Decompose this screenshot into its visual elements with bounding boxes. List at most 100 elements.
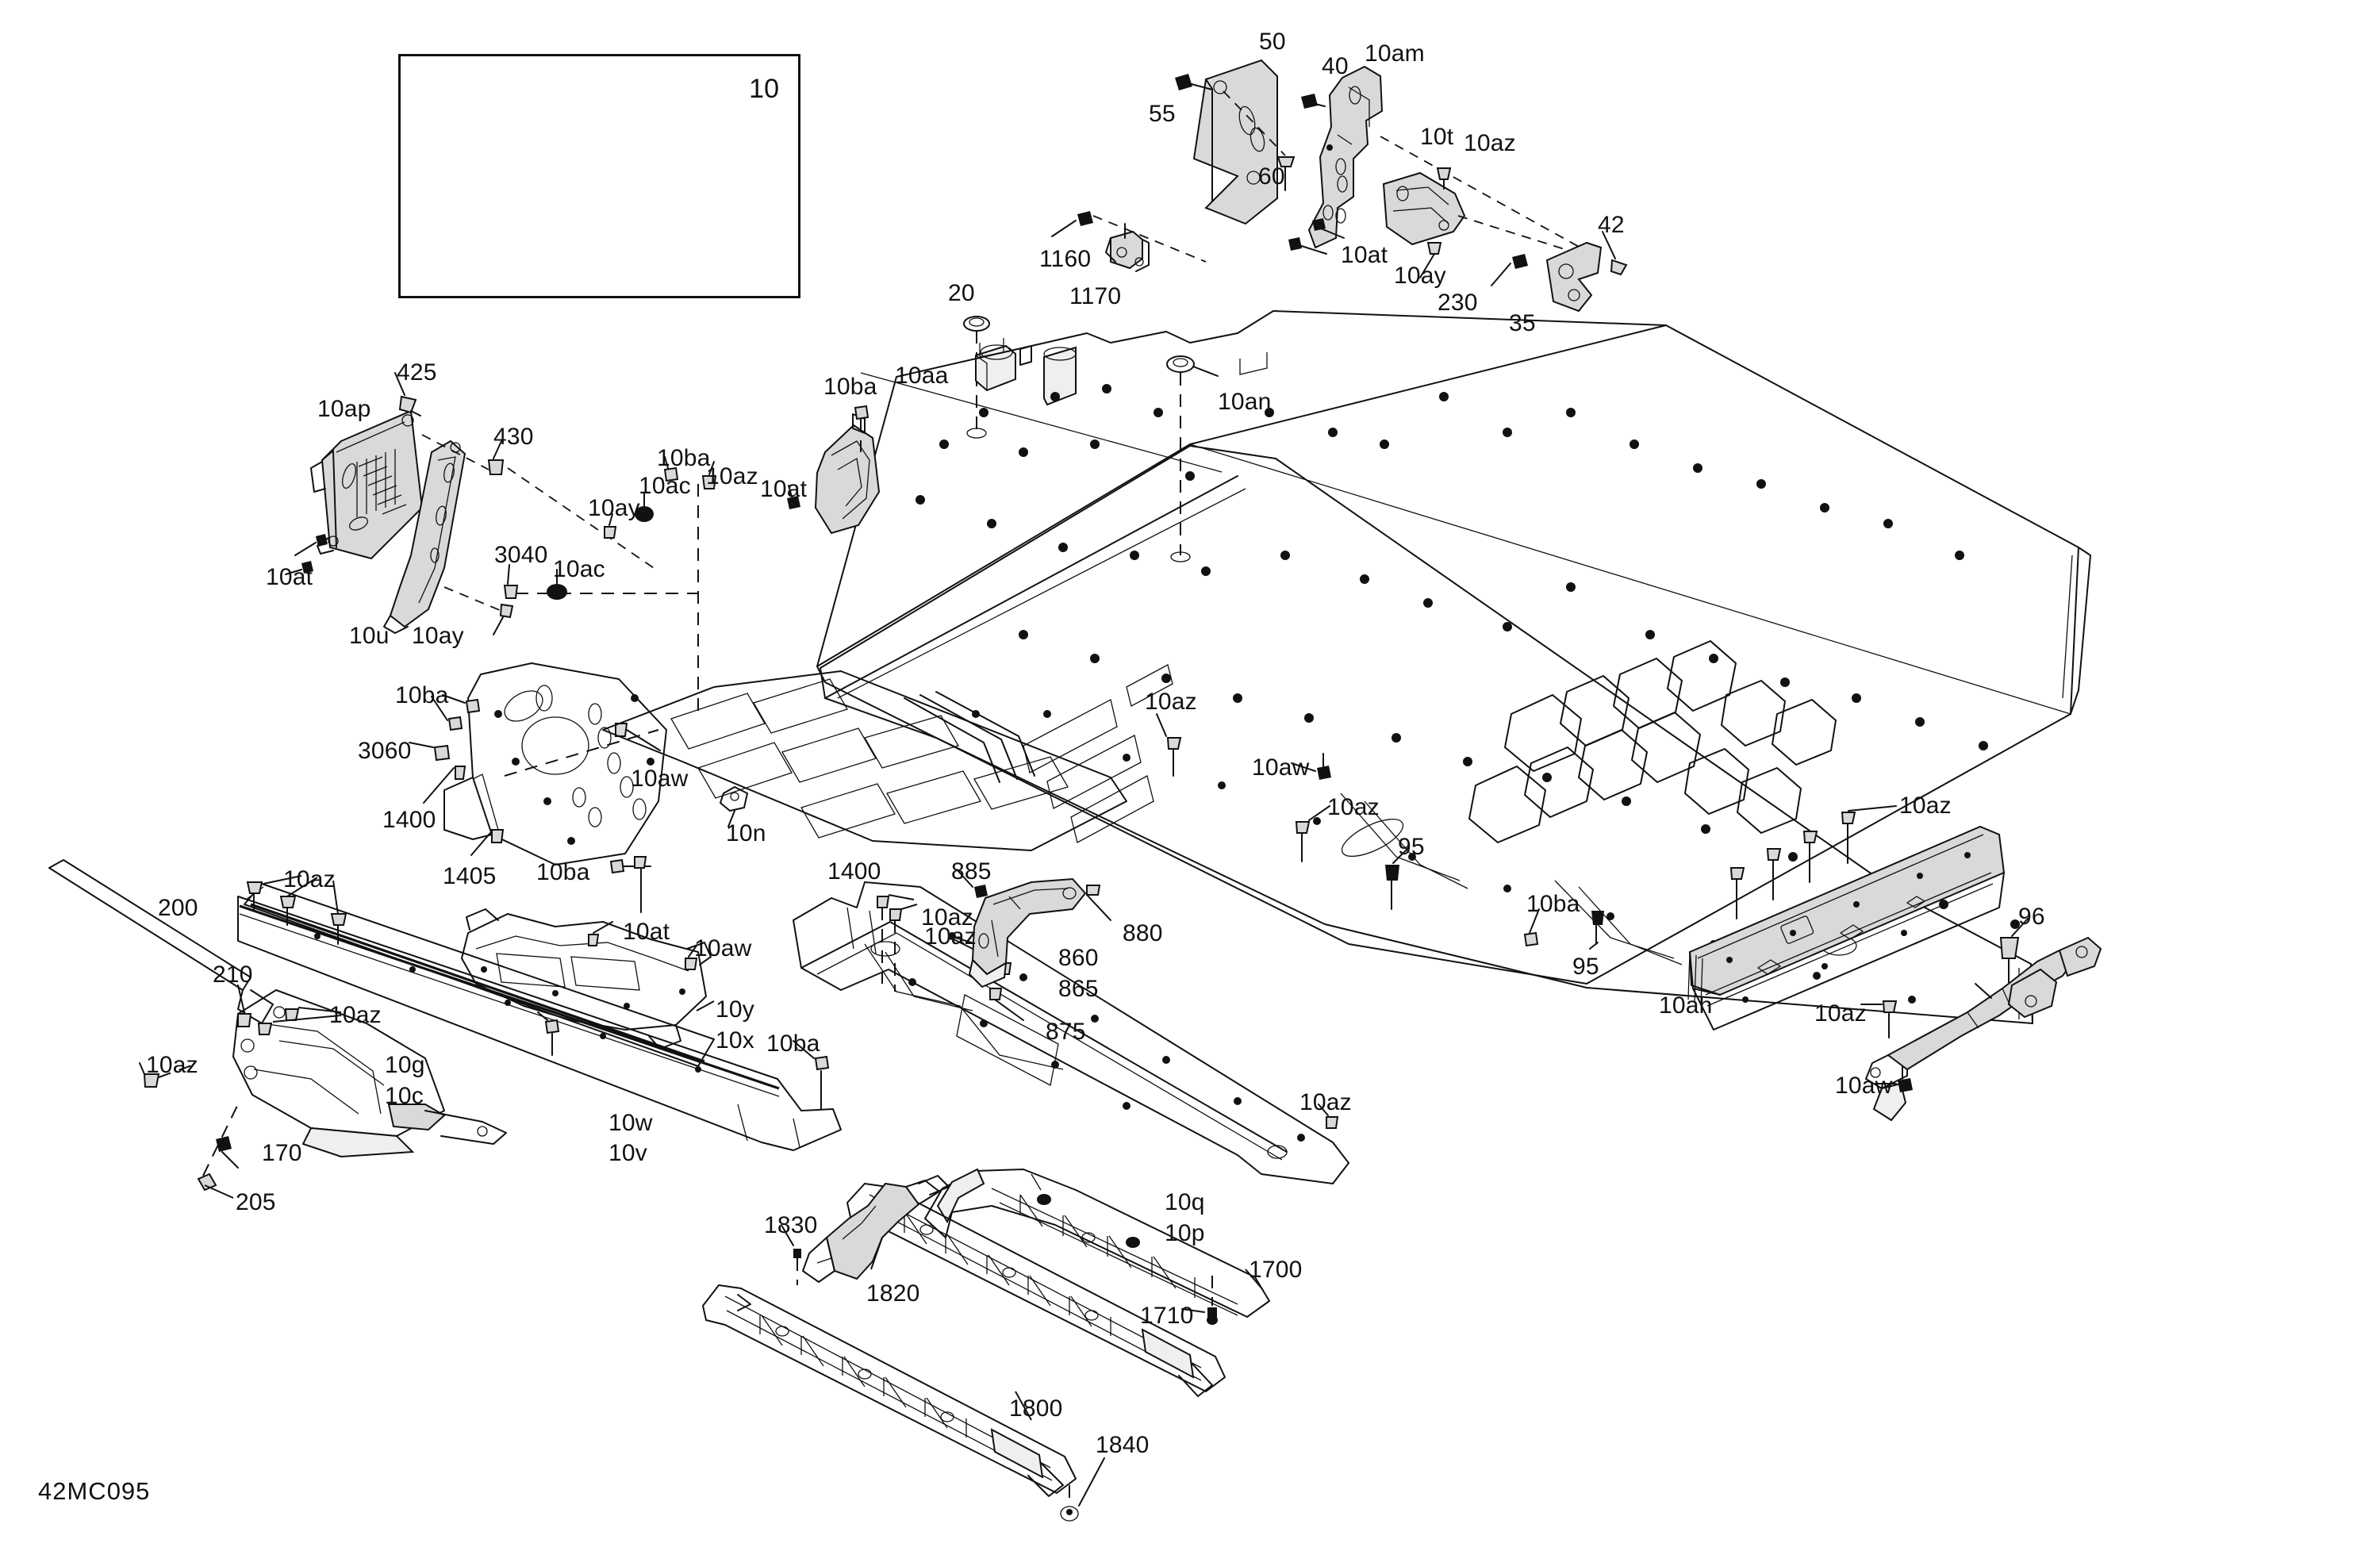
callout-label-205: 205: [236, 1189, 276, 1215]
callout-label-55: 55: [1149, 101, 1176, 127]
top-rail-200: [244, 883, 715, 1067]
callout-label-10v: 10v: [608, 1140, 647, 1166]
callout-label-10c: 10c: [385, 1083, 424, 1109]
part-10w-runner: [237, 896, 842, 1151]
callout-label-1400: 1400: [827, 858, 881, 885]
callout-label-1400: 1400: [382, 807, 436, 833]
fastener-20: [963, 316, 990, 439]
fastener-10az-top: [1436, 167, 1452, 190]
callout-label-10az: 10az: [1814, 1000, 1867, 1027]
callout-label-880: 880: [1123, 920, 1163, 946]
drawing-code: 42MC095: [38, 1477, 151, 1505]
callout-label-10aa: 10aa: [895, 363, 949, 389]
tube-stub: [1043, 346, 1077, 406]
fastener-3040: [503, 564, 519, 599]
fastener-10az-floor-2: [1295, 805, 1330, 862]
callout-label-10ay: 10ay: [412, 623, 464, 649]
callout-label-10an: 10an: [1218, 389, 1272, 415]
running-board-panel: [602, 670, 1127, 851]
fastener-95-floor-2: [1589, 911, 1604, 950]
callout-label-430: 430: [493, 424, 534, 450]
inset-detail-box: 10: [398, 54, 800, 298]
tunnel-left-sidewall: [820, 445, 2033, 1024]
part-50-cover-plate: [1192, 59, 1278, 225]
callout-label-1160: 1160: [1039, 246, 1092, 272]
mid-perforated-plate: [461, 908, 712, 1050]
callout-label-210: 210: [213, 961, 253, 988]
callout-label-3040: 3040: [494, 542, 548, 568]
callout-label-20: 20: [948, 280, 975, 306]
fastener-10ba-lower-bulkhead: [609, 858, 651, 874]
fastener-1160: [1051, 211, 1093, 237]
callout-label-10aw: 10aw: [1252, 754, 1310, 781]
fastener-1405: [470, 829, 505, 856]
callout-label-10at: 10at: [1341, 242, 1388, 268]
fastener-10aw-upper: [615, 723, 661, 751]
callout-label-10az: 10az: [924, 923, 977, 950]
callout-label-10az: 10az: [329, 1002, 382, 1028]
fastener-55: [1175, 74, 1213, 90]
callout-label-10az: 10az: [1327, 794, 1380, 820]
mount-boss: [975, 344, 1032, 392]
callout-label-1405: 1405: [443, 863, 497, 889]
part-10aa-nose-shroud: [814, 413, 881, 535]
callout-label-42: 42: [1598, 212, 1625, 238]
fasteners-10az-bracket: [139, 1007, 342, 1192]
callout-label-230: 230: [1438, 290, 1478, 316]
callout-label-885: 885: [951, 858, 992, 885]
callout-label-10ba: 10ba: [766, 1031, 820, 1057]
callout-label-875: 875: [1046, 1019, 1086, 1045]
callout-label-40: 40: [1322, 53, 1349, 79]
fastener-10az-floor-1: [1156, 713, 1182, 777]
fastener-10at-top: [1288, 218, 1345, 255]
fastener-10ay-arm: [493, 603, 514, 635]
callout-label-10az: 10az: [706, 463, 758, 489]
callout-label-10at: 10at: [760, 476, 808, 502]
callout-label-10ba: 10ba: [395, 682, 449, 708]
fastener-170: [216, 1136, 239, 1169]
callout-label-10y: 10y: [716, 996, 754, 1023]
callout-label-1830: 1830: [764, 1212, 818, 1238]
callout-label-10u: 10u: [349, 623, 390, 649]
part-10ap-vent-panel: [310, 409, 424, 560]
fastener-10ba-plate: [537, 1011, 560, 1056]
callout-label-10ac: 10ac: [553, 556, 605, 582]
part-1400-bulkhead-plate: [443, 662, 667, 866]
callout-label-10g: 10g: [385, 1052, 425, 1078]
fastener-210: [237, 985, 252, 1027]
callout-label-3060: 3060: [358, 738, 412, 764]
part-1800-rail-lower: [702, 1284, 1077, 1497]
fastener-3060: [409, 742, 451, 762]
callout-label-10az: 10az: [921, 904, 973, 931]
callout-label-10az: 10az: [283, 866, 336, 892]
callout-label-10q: 10q: [1165, 1189, 1205, 1215]
part-200-rod: [48, 859, 274, 1024]
heat-exchanger-pattern: [1468, 640, 1837, 843]
fastener-875: [989, 988, 1024, 1021]
callout-label-10ah: 10ah: [1659, 992, 1713, 1019]
callout-label-95: 95: [1572, 954, 1599, 980]
fastener-880: [1086, 885, 1111, 921]
callout-label-10ac: 10ac: [639, 473, 691, 499]
callout-label-50: 50: [1259, 29, 1286, 55]
part-1700-rail: [924, 1168, 1270, 1318]
callout-label-35: 35: [1509, 310, 1536, 336]
callout-label-1820: 1820: [866, 1280, 920, 1307]
callout-label-60: 60: [1258, 163, 1285, 190]
callout-label-10ba: 10ba: [536, 859, 590, 885]
fastener-42: [1602, 231, 1628, 276]
part-1820-hook-bracket: [802, 1175, 950, 1283]
fastener-40: [1301, 94, 1326, 109]
callout-label-10w: 10w: [608, 1110, 653, 1136]
fastener-10ba-shroud: [854, 405, 869, 452]
callout-label-10ay: 10ay: [1394, 263, 1446, 289]
part-35-bracket: [1545, 241, 1603, 313]
callout-label-1710: 1710: [1140, 1303, 1194, 1329]
fastener-10an: [1166, 355, 1219, 562]
main-tunnel-floor: [816, 310, 2091, 985]
callout-label-10aw: 10aw: [694, 935, 752, 961]
callout-label-10at: 10at: [623, 919, 670, 945]
callout-label-200: 200: [158, 895, 198, 921]
fastener-1840: [1060, 1457, 1105, 1522]
